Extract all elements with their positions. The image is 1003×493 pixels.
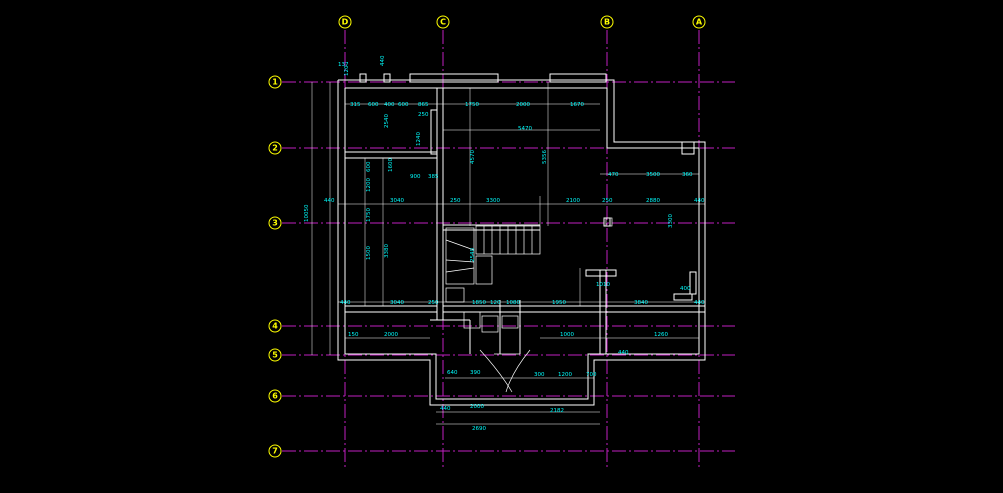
- dim-label: 700: [586, 372, 597, 378]
- dim-label: 3300: [668, 214, 674, 228]
- axis-label-7: 7: [272, 447, 278, 456]
- dim-label: 470: [608, 172, 619, 178]
- staircase: [445, 225, 541, 303]
- dim-label: 1750: [366, 208, 372, 222]
- dim-label: 865: [418, 102, 429, 108]
- dim-label: 2880: [646, 198, 660, 204]
- dim-label: 440: [440, 406, 451, 412]
- dim-label: 1260: [654, 332, 668, 338]
- axis-bubble-4: [268, 319, 282, 333]
- dim-label: 1670: [570, 102, 584, 108]
- dim-label: 440: [694, 300, 705, 306]
- axis-label-2: 2: [272, 144, 278, 153]
- axis-label-4: 4: [272, 322, 278, 331]
- axis-bubble-2: [268, 141, 282, 155]
- dim-label: 150: [348, 332, 359, 338]
- dim-label: 2540: [470, 248, 476, 262]
- dim-label: 1750: [465, 102, 479, 108]
- dim-label: 640: [447, 370, 458, 376]
- dimension-labels: 137 440 120 315 600 400 600 865 1750 200…: [304, 55, 705, 432]
- dim-label: 3380: [384, 244, 390, 258]
- dim-label: 2100: [566, 198, 580, 204]
- dim-label: 5356: [542, 150, 548, 164]
- axis-bubbles-horizontal: 1 2 3 4 5 6 7: [268, 75, 282, 458]
- dim-label: 1240: [416, 132, 422, 146]
- axis-bubble-3: [268, 216, 282, 230]
- dim-label: 385: [428, 174, 439, 180]
- dim-label: 440: [324, 198, 335, 204]
- dim-label: 440: [340, 300, 351, 306]
- dim-label: 3040: [390, 198, 404, 204]
- dim-label: 2000: [516, 102, 530, 108]
- dim-label: 1200: [558, 372, 572, 378]
- dim-label: 4570: [470, 150, 476, 164]
- axis-label-1: 1: [272, 78, 278, 87]
- dim-label: 2690: [472, 426, 486, 432]
- axis-label-5: 5: [272, 351, 278, 360]
- dim-label: 1850: [472, 300, 486, 306]
- dim-label: 3300: [486, 198, 500, 204]
- horizontal-axis-lines: [282, 81, 735, 452]
- exterior-walls: [337, 73, 706, 406]
- axis-label-d: D: [342, 18, 349, 27]
- axis-label-3: 3: [272, 219, 278, 228]
- dim-label: 400: [680, 286, 691, 292]
- dim-label: 360: [682, 172, 693, 178]
- dim-label: 250: [602, 198, 613, 204]
- dim-label: 440: [618, 350, 629, 356]
- dim-label: 120: [490, 300, 501, 306]
- dim-label: 137: [338, 62, 349, 68]
- dim-label: 2182: [550, 408, 564, 414]
- vertical-axis-lines: [344, 30, 700, 470]
- dim-label: 250: [450, 198, 461, 204]
- dim-label: 600: [398, 102, 409, 108]
- interior-walls: [345, 88, 705, 354]
- dim-label: 315: [350, 102, 361, 108]
- dim-label: 900: [410, 174, 421, 180]
- entrance-area: [463, 217, 613, 393]
- dim-label: 3840: [634, 300, 648, 306]
- axis-bubble-b: [600, 15, 614, 29]
- axis-bubble-6: [268, 389, 282, 403]
- axis-bubble-d: [338, 15, 352, 29]
- dim-label: 600: [368, 102, 379, 108]
- dim-label: 400: [384, 102, 395, 108]
- dim-label: 300: [534, 372, 545, 378]
- axis-bubble-a: [692, 15, 706, 29]
- axis-bubble-5: [268, 348, 282, 362]
- dim-label: 2000: [384, 332, 398, 338]
- dimension-lines: [311, 82, 705, 425]
- dim-label: 440: [694, 198, 705, 204]
- dim-label: 3500: [646, 172, 660, 178]
- axis-bubble-c: [436, 15, 450, 29]
- dim-label: 1080: [506, 300, 520, 306]
- dim-label: 390: [470, 370, 481, 376]
- dim-label: 5470: [518, 126, 532, 132]
- dim-label: 440: [380, 55, 386, 66]
- axis-bubble-7: [268, 444, 282, 458]
- dim-label: 250: [428, 300, 439, 306]
- dim-label: 1000: [560, 332, 574, 338]
- axis-label-6: 6: [272, 392, 278, 401]
- axis-label-b: B: [604, 18, 610, 27]
- dim-label: 2540: [384, 114, 390, 128]
- dim-label: 600: [366, 161, 372, 172]
- dim-label: 1200: [366, 178, 372, 192]
- dim-label: 2000: [470, 404, 484, 410]
- axis-bubbles-vertical: D C B A: [338, 15, 706, 29]
- dim-label: 1500: [366, 246, 372, 260]
- dim-label: 120: [344, 65, 350, 76]
- dim-label: 3040: [390, 300, 404, 306]
- dim-label: 1010: [596, 282, 610, 288]
- dim-label: 1950: [552, 300, 566, 306]
- dim-label: 1600: [388, 158, 394, 172]
- dim-label: 250: [418, 112, 429, 118]
- axis-label-c: C: [440, 18, 446, 27]
- axis-label-a: A: [696, 18, 703, 27]
- axis-bubble-1: [268, 75, 282, 89]
- dim-label: 10050: [304, 204, 310, 222]
